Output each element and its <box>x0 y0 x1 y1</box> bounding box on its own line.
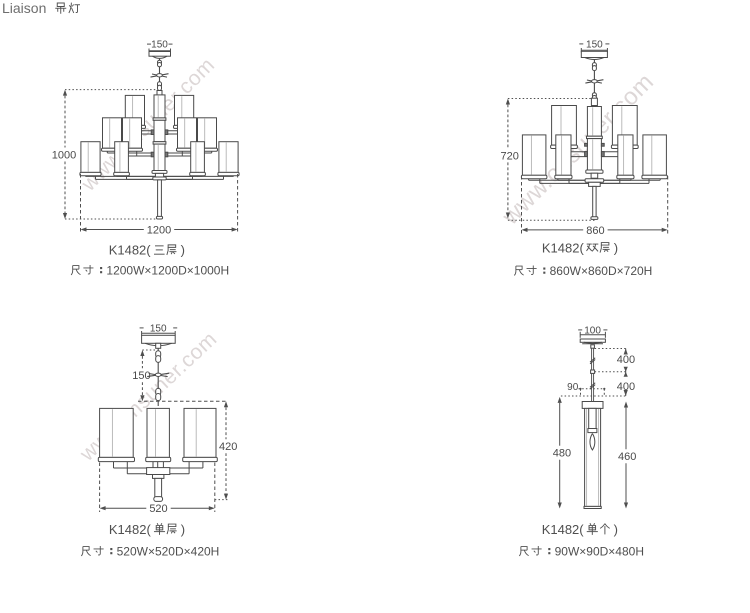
svg-text:400: 400 <box>617 354 635 366</box>
svg-text:460: 460 <box>618 451 636 463</box>
svg-text:150: 150 <box>132 370 150 382</box>
svg-text:720: 720 <box>501 150 519 162</box>
svg-text:150: 150 <box>586 39 603 50</box>
svg-text:520W×520D×420H: 520W×520D×420H <box>117 545 220 559</box>
svg-text:400: 400 <box>617 381 635 393</box>
svg-text:90W×90D×480H: 90W×90D×480H <box>555 545 644 559</box>
svg-text:K1482(: K1482( <box>109 522 152 537</box>
svg-text:1000: 1000 <box>52 150 76 162</box>
svg-text:480: 480 <box>553 448 571 460</box>
svg-text:): ) <box>181 243 185 258</box>
svg-text:1200W×1200D×1000H: 1200W×1200D×1000H <box>106 264 229 278</box>
svg-text:K1482(: K1482( <box>542 240 585 255</box>
svg-text:K1482(: K1482( <box>109 243 152 258</box>
svg-text:): ) <box>181 522 185 537</box>
svg-text:150: 150 <box>151 40 168 51</box>
svg-text:Liaison: Liaison <box>2 0 46 16</box>
svg-text:): ) <box>614 522 618 537</box>
svg-text:1200: 1200 <box>147 225 171 237</box>
svg-text:860W×860D×720H: 860W×860D×720H <box>550 264 653 278</box>
svg-text:150: 150 <box>150 323 167 334</box>
svg-text:420: 420 <box>219 441 237 453</box>
svg-text:860: 860 <box>586 225 604 237</box>
svg-text:520: 520 <box>149 503 167 515</box>
svg-text:90: 90 <box>567 382 579 393</box>
svg-text:): ) <box>614 240 618 255</box>
svg-text:K1482(: K1482( <box>542 522 585 537</box>
svg-text:100: 100 <box>584 325 601 336</box>
